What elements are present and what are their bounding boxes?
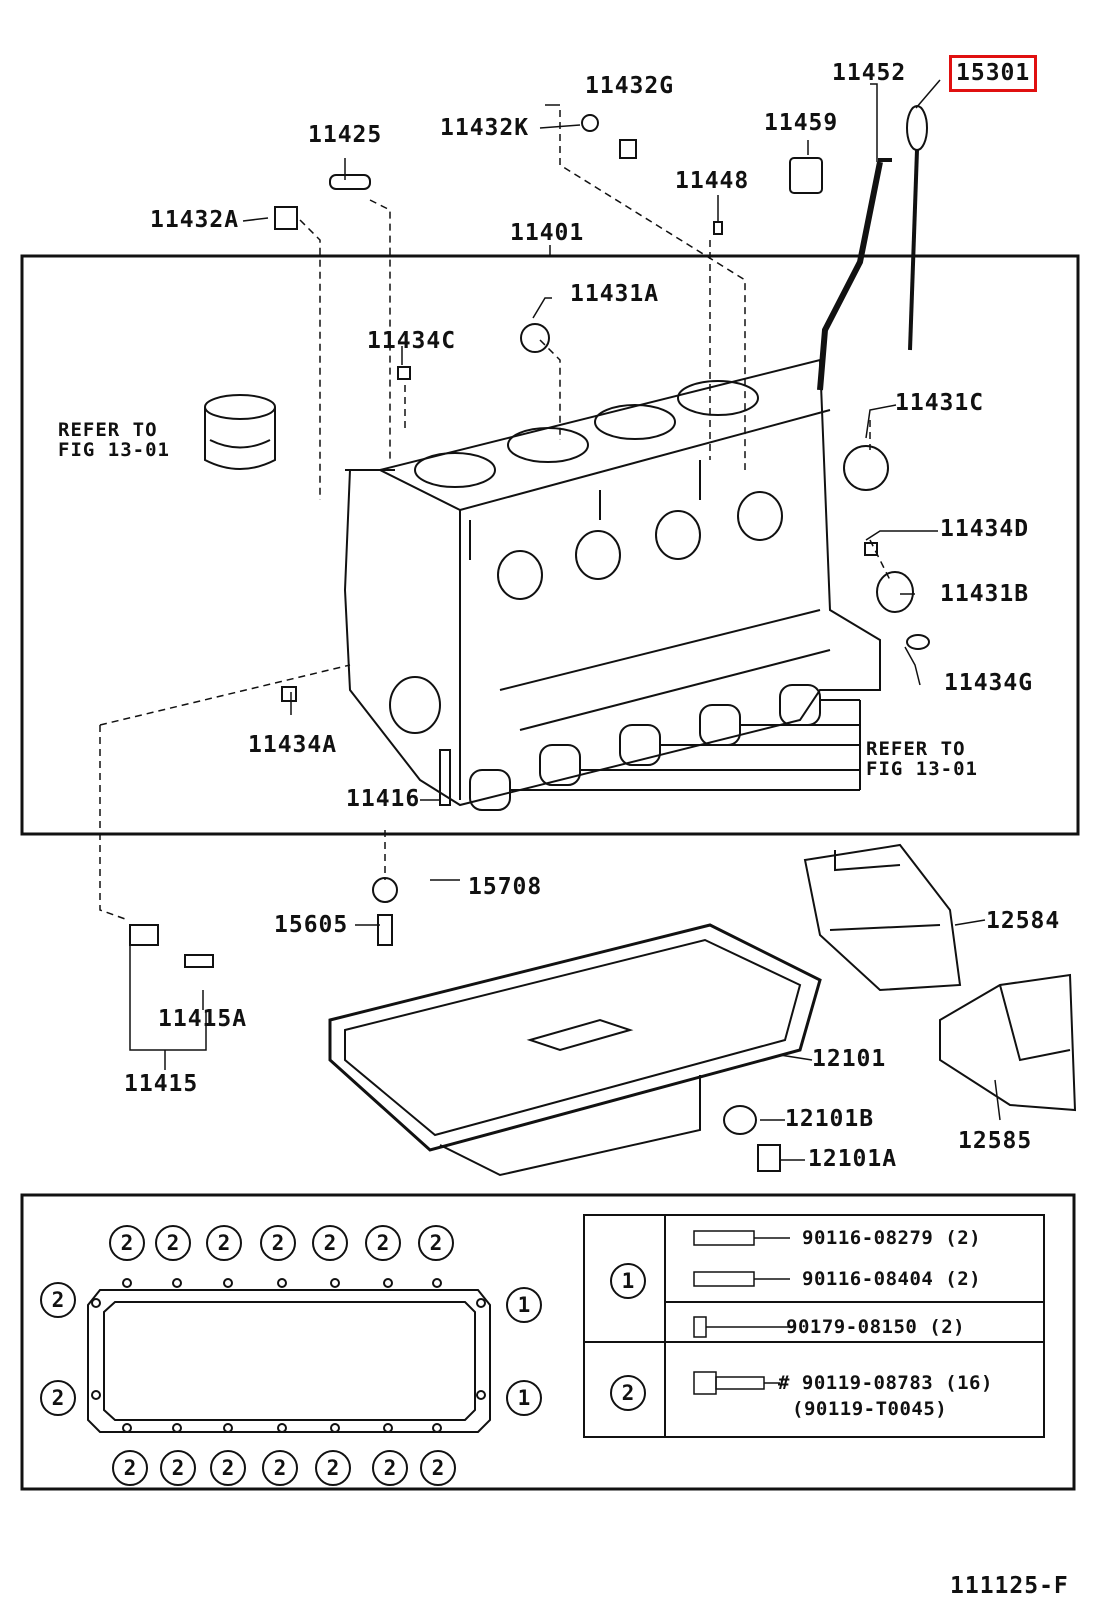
part-label-12585[interactable]: 12585 xyxy=(958,1128,1033,1154)
part-label-11401[interactable]: 11401 xyxy=(510,220,585,246)
gasket-outline xyxy=(87,1289,491,1433)
part-label-15605[interactable]: 15605 xyxy=(274,912,349,938)
part-label-11425[interactable]: 11425 xyxy=(308,122,383,148)
refer-note-piston: REFER TO FIG 13-01 xyxy=(58,419,170,461)
bolt-icons xyxy=(693,1230,790,1395)
bolt-symbol-2: 2 xyxy=(40,1282,76,1318)
bolt-symbol-2: 2 xyxy=(365,1225,401,1261)
bolt-symbol-2: 2 xyxy=(109,1225,145,1261)
solid-leaders xyxy=(129,83,1001,1161)
gasket-holes xyxy=(91,1278,486,1433)
part-label-11434D[interactable]: 11434D xyxy=(940,516,1030,542)
bolt-symbol-2: 2 xyxy=(372,1450,408,1486)
bolt-symbol-2: 2 xyxy=(206,1225,242,1261)
part-label-11452[interactable]: 11452 xyxy=(832,60,907,86)
part-label-11415A[interactable]: 11415A xyxy=(158,1006,248,1032)
part-label-12101[interactable]: 12101 xyxy=(812,1046,887,1072)
part-label-15708[interactable]: 15708 xyxy=(468,874,543,900)
bolt-symbol-2: 2 xyxy=(210,1450,246,1486)
part-label-11416[interactable]: 11416 xyxy=(346,786,421,812)
bolt-symbol-2: 2 xyxy=(112,1450,148,1486)
bolt-symbol-2: 2 xyxy=(260,1225,296,1261)
refer-note-bearing: REFER TO FIG 13-01 xyxy=(866,738,978,780)
bolt-symbol-2: 2 xyxy=(312,1225,348,1261)
oil-pan-bolt-frame xyxy=(20,1193,1076,1491)
cylinder-block-drawing xyxy=(343,358,881,811)
table-symbol-1: 1 xyxy=(610,1263,646,1299)
bolt-symbol-2: 2 xyxy=(155,1225,191,1261)
part-label-11431B[interactable]: 11431B xyxy=(940,581,1030,607)
part-label-11434C[interactable]: 11434C xyxy=(367,328,457,354)
bolt-table-grid xyxy=(583,1214,1045,1438)
baffle-12585 xyxy=(939,973,1077,1112)
oil-pan-drawing xyxy=(328,923,822,1177)
bolt-symbol-2: 2 xyxy=(315,1450,351,1486)
part-label-11459[interactable]: 11459 xyxy=(764,110,839,136)
piston-drawing xyxy=(204,394,276,470)
figure-id: 111125-F xyxy=(950,1573,1069,1599)
bolt-symbol-2: 2 xyxy=(418,1225,454,1261)
bolt-part-90116-08404[interactable]: 90116-08404 (2) xyxy=(802,1268,982,1290)
part-label-12101A[interactable]: 12101A xyxy=(808,1146,898,1172)
bolt-part-90119-T0045[interactable]: (90119-T0045) xyxy=(792,1398,948,1420)
part-label-11434G[interactable]: 11434G xyxy=(944,670,1034,696)
part-label-11434A[interactable]: 11434A xyxy=(248,732,338,758)
bolt-symbol-2: 2 xyxy=(420,1450,456,1486)
part-label-11415[interactable]: 11415 xyxy=(124,1071,199,1097)
bolt-part-90179-08150[interactable]: 90179-08150 (2) xyxy=(786,1316,966,1338)
part-label-12584[interactable]: 12584 xyxy=(986,908,1061,934)
part-label-11432G[interactable]: 11432G xyxy=(585,73,675,99)
small-parts xyxy=(129,114,930,1172)
part-label-11432A[interactable]: 11432A xyxy=(150,207,240,233)
baffle-12584 xyxy=(803,843,962,992)
bolt-symbol-1: 1 xyxy=(506,1287,542,1323)
table-symbol-2: 2 xyxy=(610,1375,646,1411)
part-label-15301-highlighted[interactable]: 15301 xyxy=(948,55,1038,92)
bolt-symbol-1: 1 xyxy=(506,1380,542,1416)
part-label-11431C[interactable]: 11431C xyxy=(895,390,985,416)
bolt-part-90119-08783[interactable]: # 90119-08783 (16) xyxy=(778,1372,993,1394)
part-label-12101B[interactable]: 12101B xyxy=(785,1106,875,1132)
bolt-symbol-2: 2 xyxy=(160,1450,196,1486)
part-label-11432K[interactable]: 11432K xyxy=(440,115,530,141)
bolt-symbol-2: 2 xyxy=(40,1380,76,1416)
part-label-11431A[interactable]: 11431A xyxy=(570,281,660,307)
bolt-symbol-2: 2 xyxy=(262,1450,298,1486)
dipstick-drawing xyxy=(817,79,941,391)
part-label-11448[interactable]: 11448 xyxy=(675,168,750,194)
bolt-part-90116-08279[interactable]: 90116-08279 (2) xyxy=(802,1227,982,1249)
